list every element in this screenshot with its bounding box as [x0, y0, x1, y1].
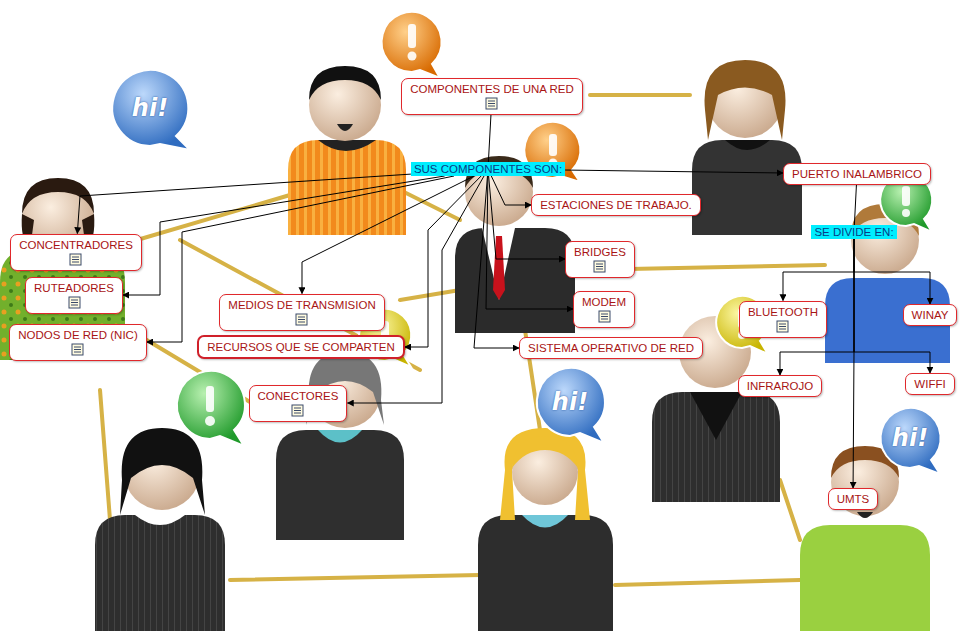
concept-box: INFRAROJO: [738, 375, 822, 397]
concept-box: SISTEMA OPERATIVO DE RED: [519, 337, 703, 359]
connector: [123, 176, 445, 295]
connector: [489, 176, 565, 259]
node-text: INFRAROJO: [747, 380, 813, 392]
network-line: [100, 95, 825, 585]
concept-box: BLUETOOTH: [739, 301, 827, 338]
node-text: ESTACIONES DE TRABAJO.: [540, 199, 692, 211]
connector: [783, 239, 854, 301]
connector: [77, 174, 411, 233]
person-figure: [800, 446, 930, 631]
node-text: PUERTO INALAMBRICO: [792, 168, 922, 180]
note-icon: [295, 313, 308, 326]
speech-bubble: [112, 12, 940, 474]
concept-box: CONECTORES: [249, 385, 348, 422]
connector: [854, 239, 930, 304]
connector: [565, 170, 783, 173]
note-icon: [593, 260, 606, 273]
bubble-text: hi!: [552, 388, 588, 416]
concept-box: ESTACIONES DE TRABAJO.: [531, 194, 701, 216]
concept-box: WIFFI: [905, 373, 954, 395]
note-icon: [776, 320, 789, 333]
node-text: CONCENTRADORES: [19, 239, 133, 251]
person-figure: [692, 60, 802, 235]
connector: [488, 115, 491, 163]
connector: [147, 176, 454, 342]
concept-box: COMPONENTES DE UNA RED: [401, 78, 583, 115]
node-text: SE DIVIDE EN:: [814, 225, 893, 239]
node-text: MODEM: [582, 296, 626, 308]
node-text: WINAY: [912, 309, 949, 321]
node-text: BRIDGES: [574, 246, 626, 258]
connector: [347, 176, 484, 403]
connectors: [77, 115, 930, 489]
node-text: NODOS DE RED (NIC): [18, 329, 137, 341]
node-text: CONECTORES: [258, 390, 339, 402]
person-figure: [288, 66, 406, 235]
linking-phrase: SUS COMPONENTES SON:: [411, 162, 565, 176]
concept-box: UMTS: [828, 488, 879, 510]
connector: [854, 185, 856, 225]
concept-box: MODEM: [573, 291, 635, 328]
bubble-text: hi!: [132, 94, 168, 122]
concept-box: PUERTO INALAMBRICO: [783, 163, 931, 185]
person-figure: [478, 428, 613, 631]
node-text: RECURSOS QUE SE COMPARTEN: [207, 341, 394, 353]
node-text: UMTS: [837, 493, 870, 505]
concept-box: BRIDGES: [565, 241, 635, 278]
concept-box: MEDIOS DE TRANSMISION: [219, 294, 384, 331]
note-icon: [598, 310, 611, 323]
note-icon: [69, 253, 82, 266]
node-text: WIFFI: [914, 378, 945, 390]
node-text: SUS COMPONENTES SON:: [414, 162, 562, 176]
concept-box: CONCENTRADORES: [10, 234, 142, 271]
node-text: COMPONENTES DE UNA RED: [410, 83, 574, 95]
node-text: SISTEMA OPERATIVO DE RED: [528, 342, 694, 354]
note-icon: [485, 97, 498, 110]
connector: [853, 239, 855, 488]
note-icon: [68, 296, 81, 309]
linking-phrase: SE DIVIDE EN:: [811, 225, 896, 239]
connector: [474, 176, 519, 348]
node-text: RUTEADORES: [34, 282, 114, 294]
connector: [302, 176, 474, 294]
person-figure: [276, 352, 404, 540]
connector: [491, 176, 531, 205]
concept-box: NODOS DE RED (NIC): [9, 324, 146, 361]
node-text: BLUETOOTH: [748, 306, 818, 318]
node-text: MEDIOS DE TRANSMISION: [228, 299, 375, 311]
concept-box: RECURSOS QUE SE COMPARTEN: [197, 335, 404, 359]
note-icon: [71, 343, 84, 356]
bubble-text: hi!: [892, 424, 928, 452]
concept-box: WINAY: [903, 304, 958, 326]
note-icon: [291, 404, 304, 417]
person-figure: [95, 428, 225, 631]
concept-box: RUTEADORES: [25, 277, 123, 314]
exclamation-icon: [205, 24, 910, 426]
person-figure: [455, 156, 575, 333]
